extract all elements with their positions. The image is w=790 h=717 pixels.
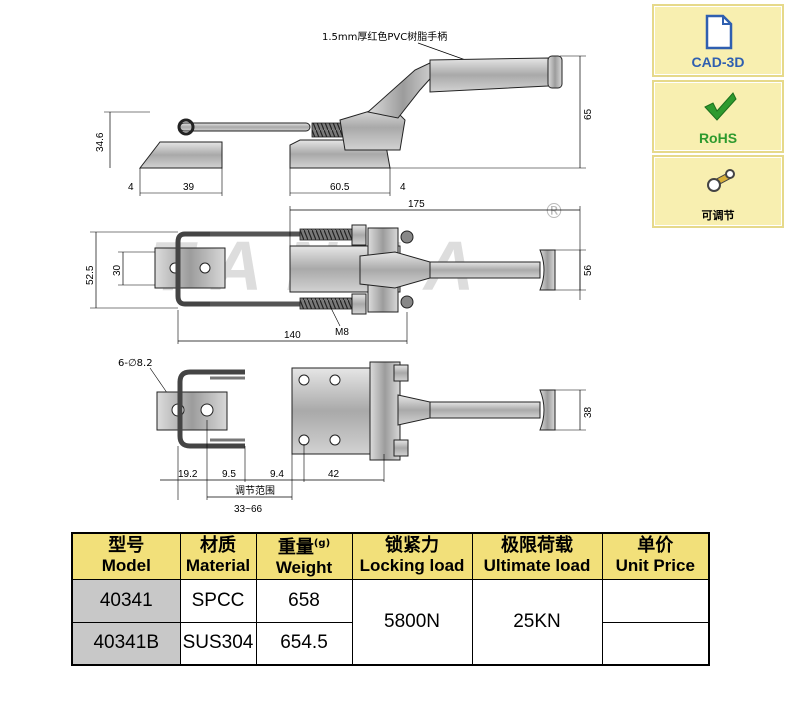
wrench-icon (707, 169, 735, 192)
handle-note: 1.5mm厚红色PVC树脂手柄 (322, 30, 447, 43)
bottom-view: 6-∅8.2 38 19.2 9.5 9.4 (118, 358, 594, 515)
table-row: 40341B SUS304 654.5 (71, 621, 710, 666)
dim-c: 9.4 (270, 469, 284, 480)
dim-outer-width: 52.5 (85, 265, 96, 285)
dim-right-offset: 4 (400, 182, 406, 193)
dim-d: 42 (328, 469, 340, 480)
dim-inner-width: 30 (112, 264, 123, 276)
hole-note: 6-∅8.2 (118, 358, 153, 369)
rohs-label: RoHS (698, 130, 738, 146)
adjust-range: 33~66 (234, 504, 263, 515)
cell-price (601, 578, 710, 623)
dim-overall-length: 175 (408, 199, 425, 210)
side-view: 1.5mm厚红色PVC树脂手柄 34.6 65 39 (95, 30, 594, 196)
spec-table: 型号 Model 材质 Material 重量(g) Weight 锁紧力 Lo… (71, 532, 710, 666)
cell-model: 40341B (71, 621, 181, 666)
cell-weight: 654.5 (255, 621, 353, 666)
table-header-row: 型号 Model 材质 Material 重量(g) Weight 锁紧力 Lo… (71, 532, 710, 580)
header-weight: 重量(g) Weight (255, 532, 353, 580)
cad-3d-badge[interactable]: CAD-3D (652, 4, 784, 77)
cell-price (601, 621, 710, 666)
cell-ultimate-load: 25KN (471, 578, 603, 666)
technical-drawing: 1.5mm厚红色PVC树脂手柄 34.6 65 39 (85, 30, 594, 515)
cad-3d-label: CAD-3D (691, 54, 745, 70)
cell-model: 40341 (71, 578, 181, 623)
dim-body-length: 140 (284, 330, 301, 341)
dim-hook-width: 39 (183, 182, 195, 193)
rohs-badge: RoHS (652, 80, 784, 153)
dim-slot-height: 38 (583, 406, 594, 418)
dim-height-total: 65 (583, 108, 594, 120)
dim-left-offset: 4 (128, 182, 134, 193)
adjustable-label: 可调节 (701, 209, 735, 222)
adjust-label: 调节范围 (235, 484, 275, 497)
dim-base-width: 60.5 (330, 182, 350, 193)
bolt-label: M8 (335, 327, 349, 338)
dim-a: 19.2 (178, 469, 198, 480)
document-icon (705, 14, 733, 50)
header-locking-load: 锁紧力 Locking load (351, 532, 473, 580)
dim-handle-width: 56 (583, 264, 594, 276)
cell-weight: 658 (255, 578, 353, 623)
header-unit-price: 单价 Unit Price (601, 532, 710, 580)
cell-locking-load: 5800N (351, 578, 473, 666)
header-material: 材质 Material (179, 532, 257, 580)
table-row: 40341 SPCC 658 5800N 25KN (71, 578, 710, 666)
cell-material: SUS304 (179, 621, 257, 666)
dim-b: 9.5 (222, 469, 236, 480)
header-model: 型号 Model (71, 532, 181, 580)
dim-height-base: 34.6 (95, 132, 106, 152)
top-view: TANJA ® M8 175 52.5 (85, 199, 594, 344)
cell-material: SPCC (179, 578, 257, 623)
adjustable-badge: 可调节 (652, 155, 784, 228)
header-ultimate-load: 极限荷载 Ultimate load (471, 532, 603, 580)
checkmark-icon (704, 92, 737, 121)
registered-mark: ® (544, 199, 564, 223)
